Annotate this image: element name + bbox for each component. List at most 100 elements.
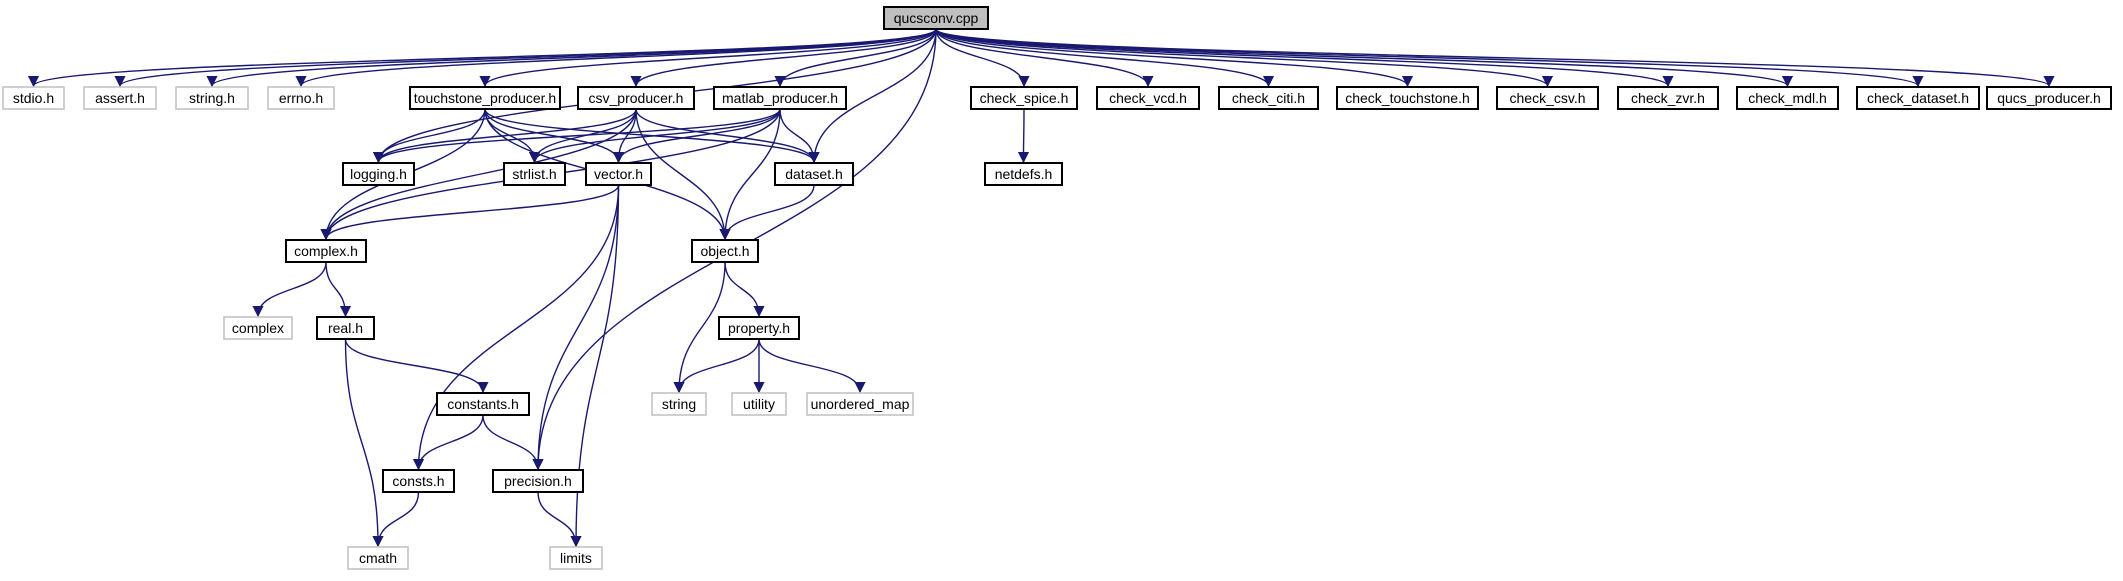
node-qucs-producer[interactable]: qucs_producer.h [1986, 86, 2112, 110]
node-label: assert.h [95, 90, 145, 106]
node-check-citi[interactable]: check_citi.h [1218, 86, 1319, 110]
node-box [1096, 86, 1200, 110]
node-consts[interactable]: consts.h [382, 469, 455, 493]
node-check-csv[interactable]: check_csv.h [1496, 86, 1599, 110]
edge-complex_h-to-real [325, 261, 352, 318]
node-touchstone-producer[interactable]: touchstone_producer.h [409, 86, 561, 110]
node-property[interactable]: property.h [718, 316, 800, 340]
edge-matlab_producer-to-dataset [779, 108, 820, 164]
node-box [774, 162, 854, 186]
node-object[interactable]: object.h [691, 239, 759, 263]
node-box [503, 162, 566, 186]
node-netdefs[interactable]: netdefs.h [984, 162, 1063, 186]
node-root[interactable]: qucsconv.cpp [883, 6, 989, 30]
edge-csv_producer-to-dataset [635, 108, 820, 164]
node-box [83, 86, 157, 110]
edge-consts-to-cmath [372, 491, 420, 548]
node-errno: errno.h [267, 86, 335, 110]
node-label: string [662, 396, 696, 412]
edge-root-to-check_mdl [935, 28, 1793, 88]
edge-root-to-csv_producer [630, 28, 937, 88]
node-complex-h[interactable]: complex.h [285, 239, 367, 263]
node-cmath: cmath [347, 546, 409, 570]
edge-root-to-check_touchstone [935, 28, 1413, 88]
node-box [1617, 86, 1719, 110]
node-dataset[interactable]: dataset.h [774, 162, 854, 186]
edge-root-to-string_h [206, 28, 937, 88]
node-check-dataset[interactable]: check_dataset.h [1856, 86, 1980, 110]
node-label: matlab_producer.h [722, 90, 838, 106]
node-box [970, 86, 1078, 110]
node-check-spice[interactable]: check_spice.h [970, 86, 1078, 110]
node-box [731, 392, 787, 416]
edge-root-to-errno [295, 28, 937, 88]
node-box [718, 316, 800, 340]
edge-root-to-check_citi [935, 28, 1274, 88]
edge-vector-to-complex_h [320, 184, 620, 241]
edge-root-to-assert [114, 28, 937, 88]
node-box [984, 162, 1063, 186]
node-label: complex [232, 320, 284, 336]
node-string: string [651, 392, 707, 416]
node-strlist[interactable]: strlist.h [503, 162, 566, 186]
node-box [382, 469, 455, 493]
node-label: qucs_producer.h [1997, 90, 2101, 106]
edge-csv_producer-to-logging [372, 108, 637, 164]
node-box [549, 546, 603, 570]
node-check-vcd[interactable]: check_vcd.h [1096, 86, 1200, 110]
edge-root-to-matlab_producer [774, 28, 937, 88]
node-label: dataset.h [785, 166, 843, 182]
node-check-zvr[interactable]: check_zvr.h [1617, 86, 1719, 110]
edge-real-to-cmath [344, 338, 384, 548]
node-utility: utility [731, 392, 787, 416]
node-constants[interactable]: constants.h [436, 392, 530, 416]
node-label: touchstone_producer.h [414, 90, 556, 106]
node-box [347, 546, 409, 570]
edge-object-to-string [673, 261, 726, 394]
edge-vector-to-precision [532, 184, 620, 471]
edge-matlab_producer-to-vector [612, 108, 781, 164]
node-box [1336, 86, 1479, 110]
node-label: stdio.h [13, 90, 54, 106]
node-label: precision.h [504, 473, 572, 489]
node-label: object.h [700, 243, 749, 259]
node-real[interactable]: real.h [316, 316, 375, 340]
node-box [1736, 86, 1839, 110]
node-label: check_citi.h [1232, 90, 1305, 106]
node-label: check_mdl.h [1748, 90, 1827, 106]
node-precision[interactable]: precision.h [492, 469, 584, 493]
node-box [1986, 86, 2112, 110]
edge-csv_producer-to-complex_h [320, 108, 637, 241]
node-label: consts.h [392, 473, 444, 489]
node-vector[interactable]: vector.h [585, 162, 652, 186]
node-csv-producer[interactable]: csv_producer.h [577, 86, 695, 110]
edge-dataset-to-object [719, 184, 815, 241]
node-label: errno.h [279, 90, 323, 106]
edge-root-to-qucs_producer [935, 28, 2055, 88]
edge-matlab_producer-to-object [719, 108, 781, 241]
node-assert: assert.h [83, 86, 157, 110]
node-label: real.h [328, 320, 363, 336]
node-label: check_dataset.h [1867, 90, 1969, 106]
edge-root-to-touchstone_producer [479, 28, 937, 88]
edge-touchstone_producer-to-dataset [484, 108, 820, 164]
node-box [285, 239, 367, 263]
node-check-mdl[interactable]: check_mdl.h [1736, 86, 1839, 110]
edge-root-to-check_vcd [935, 28, 1154, 88]
node-box [577, 86, 695, 110]
edge-check_spice-to-netdefs [1017, 108, 1030, 164]
node-string-h: string.h [175, 86, 249, 110]
node-box [713, 86, 847, 110]
edge-touchstone_producer-to-logging [372, 108, 486, 164]
node-matlab-producer[interactable]: matlab_producer.h [713, 86, 847, 110]
node-box [1496, 86, 1599, 110]
node-check-touchstone[interactable]: check_touchstone.h [1336, 86, 1479, 110]
node-logging[interactable]: logging.h [342, 162, 415, 186]
edge-real-to-constants [344, 338, 489, 394]
node-label: property.h [728, 320, 790, 336]
node-label: check_touchstone.h [1345, 90, 1470, 106]
node-box [2, 86, 65, 110]
node-label: strlist.h [512, 166, 556, 182]
edge-constants-to-consts [412, 414, 484, 471]
node-label: csv_producer.h [589, 90, 684, 106]
